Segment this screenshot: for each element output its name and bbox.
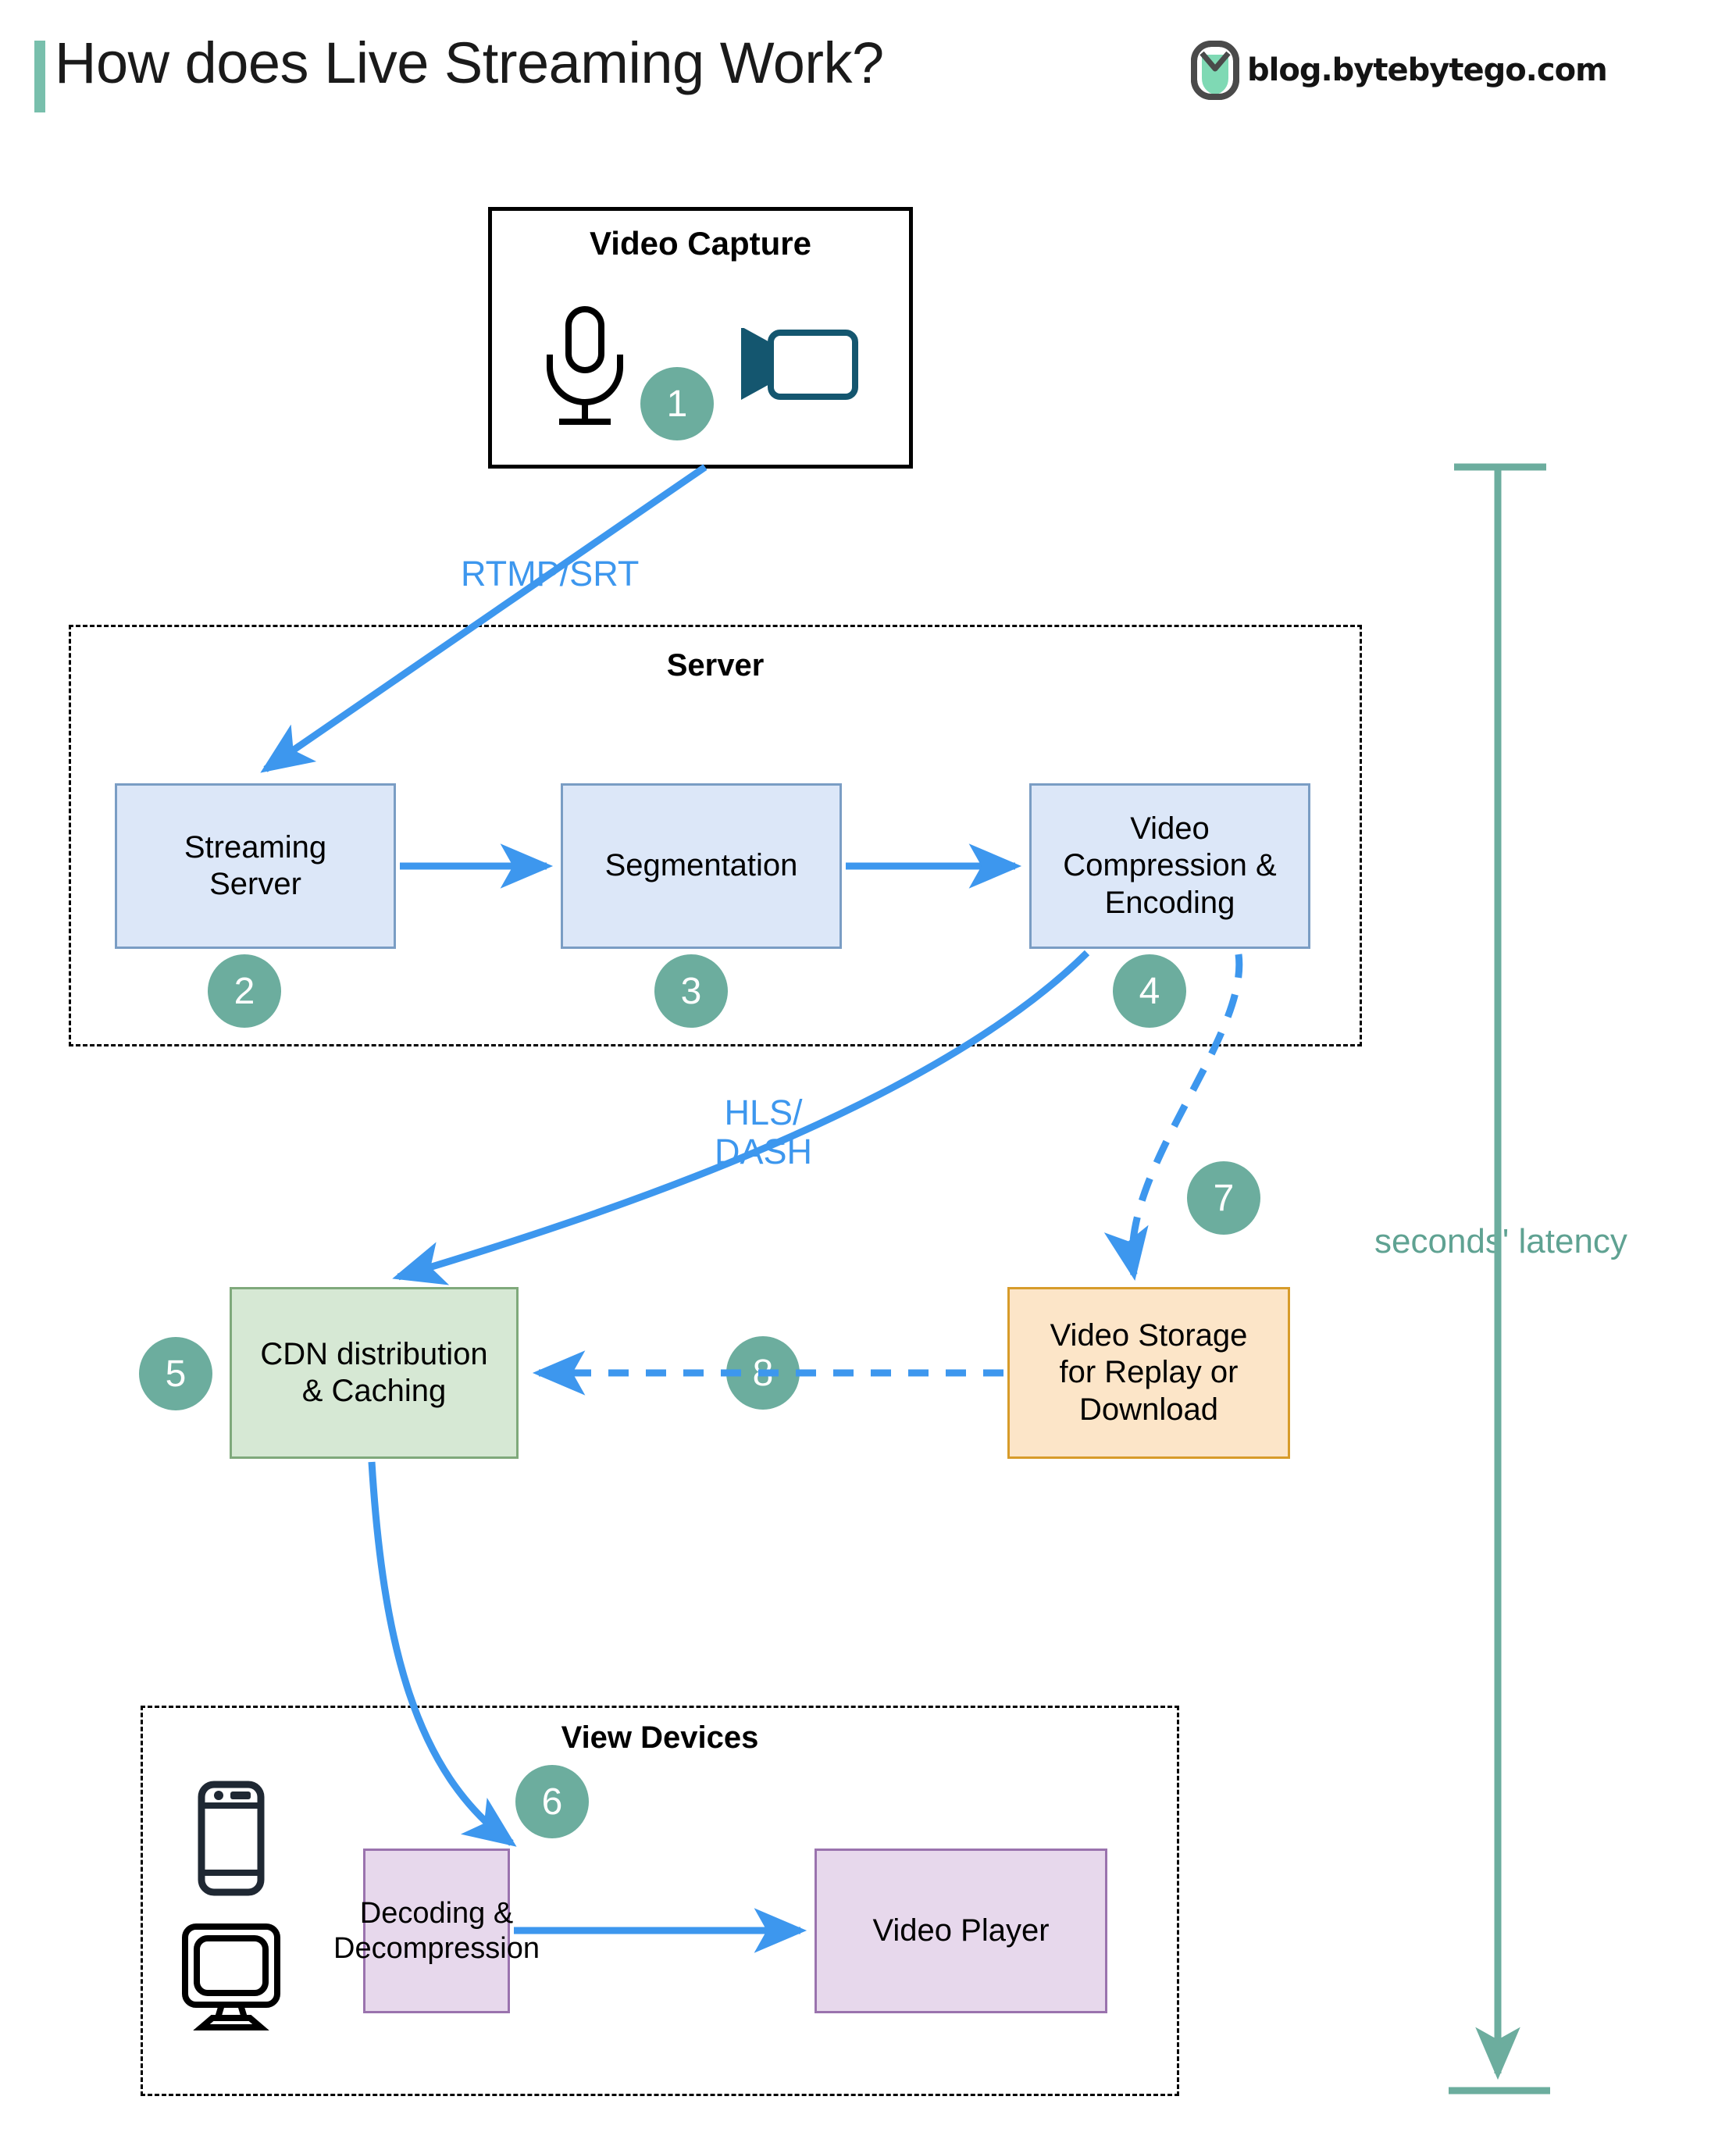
view-devices-group <box>141 1706 1179 2096</box>
node-segmentation-label: Segmentation <box>604 848 798 883</box>
brand: blog.bytebytego.com <box>1191 41 1608 100</box>
step-badge-7: 7 <box>1187 1161 1260 1235</box>
smartphone-icon <box>198 1781 265 1900</box>
step-badge-6: 6 <box>515 1765 589 1838</box>
node-segmentation[interactable]: Segmentation <box>561 783 842 949</box>
server-group-title: Server <box>666 648 765 683</box>
edge-label-hls: HLS/ DASH <box>715 1093 813 1172</box>
bytebytego-logo-icon <box>1191 41 1239 100</box>
node-streaming-server-label: Streaming Server <box>184 829 327 901</box>
view-devices-group-title: View Devices <box>561 1720 759 1755</box>
node-decoding-label: Decoding & Decompression <box>333 1896 540 1965</box>
node-compression[interactable]: Video Compression & Encoding <box>1029 783 1310 949</box>
step-badge-5: 5 <box>139 1337 212 1410</box>
microphone-icon <box>539 305 631 433</box>
latency-annotation-label: seconds' latency <box>1374 1222 1627 1260</box>
node-player-label: Video Player <box>872 1913 1050 1948</box>
step-badge-8: 8 <box>726 1336 800 1410</box>
step-badge-3: 3 <box>654 954 728 1028</box>
node-compression-label: Video Compression & Encoding <box>1063 811 1277 920</box>
edge-label-rtmp: RTMP/SRT <box>461 554 640 594</box>
monitor-icon <box>181 1923 281 2036</box>
node-cdn[interactable]: CDN distribution & Caching <box>230 1287 519 1459</box>
video-capture-title: Video Capture <box>590 225 811 262</box>
node-cdn-label: CDN distribution & Caching <box>260 1336 488 1408</box>
node-decoding[interactable]: Decoding & Decompression <box>333 1849 540 2013</box>
title-accent-bar <box>34 41 45 112</box>
node-player[interactable]: Video Player <box>815 1849 1107 2013</box>
page-title: How does Live Streaming Work? <box>55 30 884 95</box>
node-storage[interactable]: Video Storage for Replay or Download <box>1007 1287 1290 1459</box>
brand-url: blog.bytebytego.com <box>1247 52 1608 88</box>
step-badge-2: 2 <box>208 954 281 1028</box>
step-badge-1: 1 <box>640 367 714 440</box>
node-storage-label: Video Storage for Replay or Download <box>1050 1318 1248 1427</box>
node-streaming-server[interactable]: Streaming Server <box>115 783 396 949</box>
step-badge-4: 4 <box>1113 954 1186 1028</box>
video-camera-icon <box>730 326 860 418</box>
